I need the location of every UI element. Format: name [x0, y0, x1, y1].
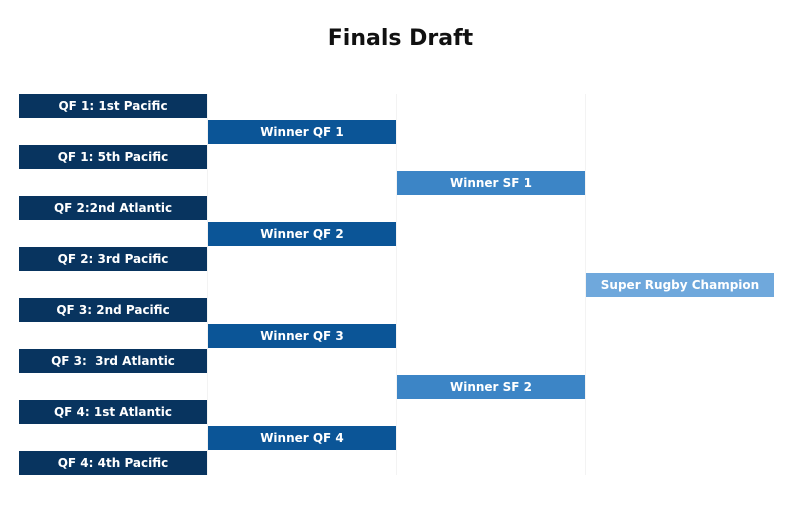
column-divider: [585, 94, 586, 475]
qf-team-1: QF 1: 1st Pacific: [19, 94, 207, 118]
qf-team-6: QF 3: 3rd Atlantic: [19, 349, 207, 373]
qf-team-8: QF 4: 4th Pacific: [19, 451, 207, 475]
column-divider: [396, 94, 397, 475]
sf-slot-2: Winner QF 2: [208, 222, 396, 246]
page-title: Finals Draft: [327, 26, 474, 51]
qf-team-5: QF 3: 2nd Pacific: [19, 298, 207, 322]
qf-team-7: QF 4: 1st Atlantic: [19, 400, 207, 424]
sf-slot-4: Winner QF 4: [208, 426, 396, 450]
column-divider: [207, 94, 208, 475]
final-slot-1: Winner SF 1: [397, 171, 585, 195]
sf-slot-3: Winner QF 3: [208, 324, 396, 348]
qf-team-2: QF 1: 5th Pacific: [19, 145, 207, 169]
qf-team-3: QF 2:2nd Atlantic: [19, 196, 207, 220]
sf-slot-1: Winner QF 1: [208, 120, 396, 144]
final-slot-2: Winner SF 2: [397, 375, 585, 399]
champion-slot: Super Rugby Champion: [586, 273, 774, 297]
qf-team-4: QF 2: 3rd Pacific: [19, 247, 207, 271]
